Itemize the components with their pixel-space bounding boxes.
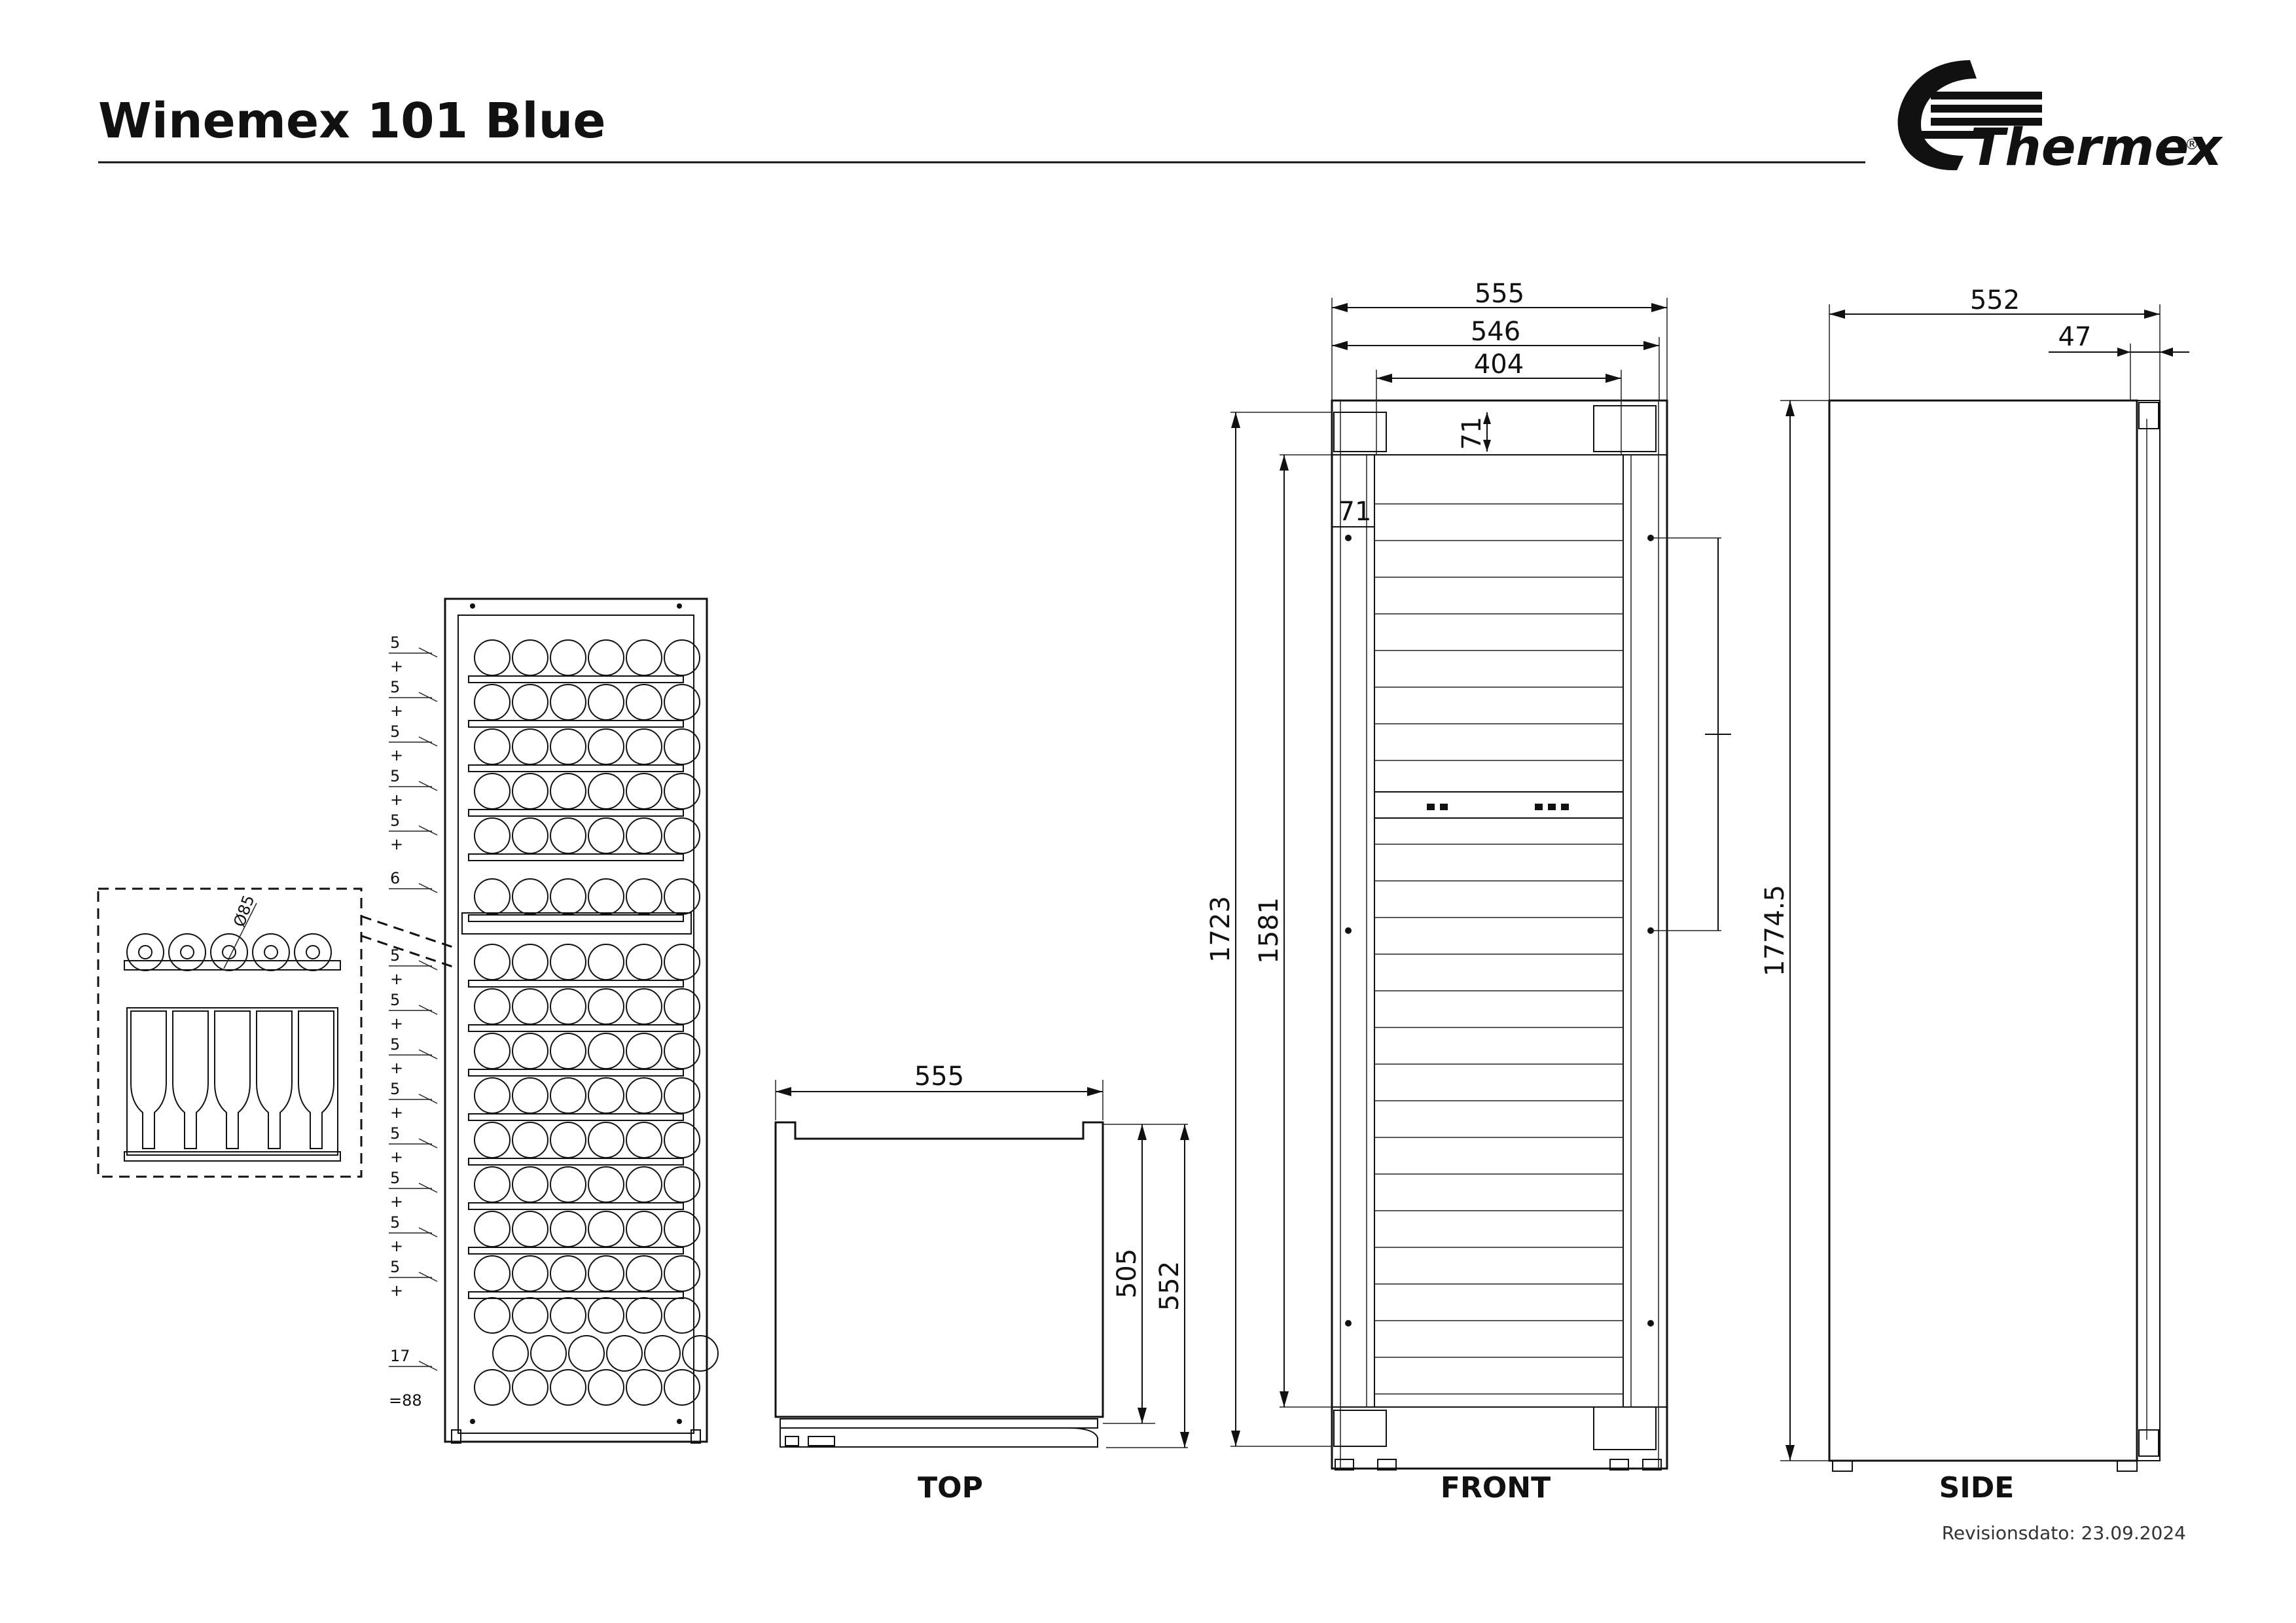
bottle-row [468, 773, 700, 817]
shelf-count-label: 5 [390, 991, 400, 1009]
shelf-plus-label: + [390, 835, 403, 853]
side-depth-dim: 552 [1970, 285, 2020, 315]
detail-bottle-ends [126, 933, 332, 971]
shelf-count-label: 5 [390, 767, 400, 785]
bottle-diameter: Ø85 [230, 893, 258, 929]
front-offset-top-dim: 71 [1457, 417, 1487, 450]
bottle-row [468, 1122, 700, 1166]
bottle-row [468, 1166, 700, 1210]
brand-registered: ® [2185, 137, 2199, 153]
side-view: 552 47 1774.5 [1760, 285, 2189, 1472]
bottle-row [492, 1335, 719, 1372]
bottle-row [468, 639, 700, 683]
top-depth-outer-dim: 552 [1155, 1261, 1185, 1311]
bottle-rows [468, 639, 719, 1406]
shelf-plus-label: + [390, 1192, 403, 1211]
shelf-count-label: 5 [390, 1258, 400, 1276]
side-door-dim: 47 [2058, 322, 2092, 352]
bottle-row [474, 1297, 700, 1334]
side-height-dim: 1774.5 [1760, 885, 1790, 976]
interior-view [444, 597, 719, 1444]
shelf-plus-label: + [390, 1014, 403, 1033]
front-width-mid-dim: 546 [1471, 317, 1520, 347]
shelf-count-label: 5 [390, 1124, 400, 1143]
bottle-row [468, 1033, 700, 1077]
thermex-logo-icon: Thermex ® [1897, 60, 2223, 177]
shelf-count-label: 5 [390, 1035, 400, 1054]
shelf-plus-label: + [390, 1237, 403, 1255]
bottle-row [468, 1077, 700, 1121]
top-depth-inner-dim: 505 [1112, 1249, 1142, 1298]
front-offset-side-dim: 71 [1338, 497, 1372, 527]
shelf-plus-label: + [390, 746, 403, 764]
bottle-row [468, 944, 700, 988]
shelf-count-label: 5 [390, 722, 400, 741]
shelf-count-label: 5 [390, 946, 400, 965]
bottle-row [468, 817, 700, 861]
front-shelf-lines [1374, 503, 1623, 1395]
front-height-outer-dim: 1723 [1206, 896, 1236, 963]
shelf-plus-label: + [390, 970, 403, 988]
bottle-total: =88 [389, 1391, 422, 1410]
bottle-row [468, 878, 700, 922]
shelf-count-label: 5 [390, 1169, 400, 1187]
shelf-plus-label: + [390, 1103, 403, 1122]
revision-date: Revisionsdato: 23.09.2024 [1942, 1522, 2186, 1544]
bottle-row [468, 684, 700, 728]
shelf-plus-label: + [390, 1281, 403, 1300]
shelf-label-column: 5 +5 +5 +5 +5 +6 5 +5 +5 +5 +5 +5 +5 +5 +17 [389, 633, 438, 1371]
shelf-detail: Ø85 [97, 887, 459, 1178]
top-view-label: TOP [918, 1471, 983, 1505]
shelf-plus-label: + [390, 1059, 403, 1077]
shelf-count-label: 5 [390, 1213, 400, 1232]
shelf-plus-label: + [390, 791, 403, 809]
shelf-plus-label: + [390, 1148, 403, 1166]
front-width-outer-dim: 555 [1475, 279, 1524, 309]
shelf-count-label: 6 [390, 869, 400, 887]
shelf-count-label: 5 [390, 1080, 400, 1098]
detail-bottles-side [130, 1010, 334, 1149]
shelf-plus-label: + [390, 657, 403, 675]
front-view-label: FRONT [1441, 1471, 1551, 1505]
top-view: 555 505 552 [774, 1061, 1189, 1448]
top-width-dim: 555 [914, 1061, 964, 1092]
bottle-row [468, 1211, 700, 1255]
shelf-count-label: 5 [390, 812, 400, 830]
shelf-plus-label: + [390, 702, 403, 720]
shelf-count-label: 5 [390, 678, 400, 696]
shelf-count-label: 17 [390, 1347, 410, 1365]
shelf-count-label: 5 [390, 633, 400, 652]
front-height-inner-dim: 1581 [1254, 897, 1284, 964]
page-title: Winemex 101 Blue [98, 93, 606, 149]
bottle-row [474, 1369, 700, 1406]
bottle-row [468, 988, 700, 1032]
bottle-row [468, 1255, 700, 1299]
front-view: 555 546 404 71 71 1723 1581 [1206, 279, 1731, 1471]
front-width-inner-dim: 404 [1474, 349, 1524, 380]
brand-name: Thermex [1970, 118, 2223, 177]
side-view-label: SIDE [1939, 1471, 2015, 1505]
bottle-row [468, 728, 700, 772]
